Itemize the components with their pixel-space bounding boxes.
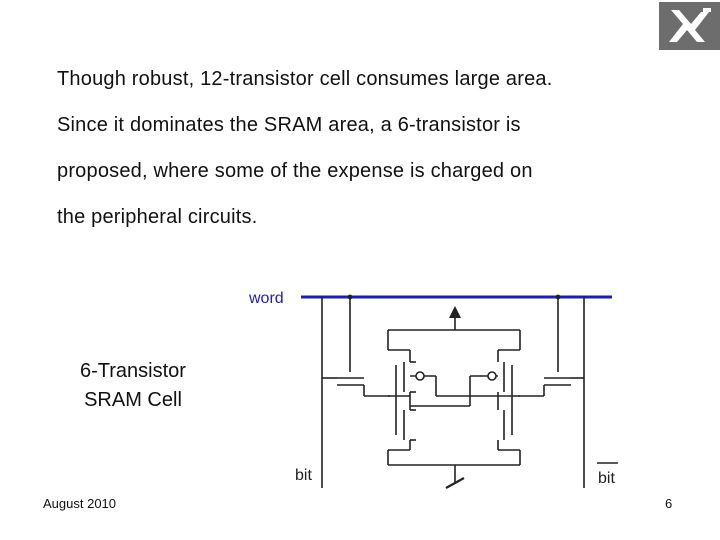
wires [321,297,585,489]
university-logo-icon [659,2,720,50]
word-tap-dot-left [347,294,353,300]
word-tap-dot-right [555,294,561,300]
bit-label: bit [295,467,312,484]
caption-line-2: SRAM Cell [84,389,182,411]
paragraph-line-2: Since it dominates the SRAM area, a 6-tr… [57,114,521,136]
figure-caption: 6-Transistor SRAM Cell [58,357,208,415]
pmos-bubble-right [487,371,497,381]
footer-date: August 2010 [43,496,117,511]
paragraph-line-4: the peripheral circuits. [57,206,258,228]
caption-line-1: 6-Transistor [80,360,186,382]
page-number: 6 [665,496,673,511]
bit-bar-label: bit [598,470,615,487]
sram-cell-schematic: word [248,290,618,489]
word-label: word [248,290,284,307]
paragraph-line-1: Though robust, 12-transistor cell consum… [57,68,553,90]
vdd-arrow-icon [449,306,461,318]
paragraph-line-3: proposed, where some of the expense is c… [57,160,533,182]
pmos-bubble-left [415,371,425,381]
body-paragraph: Though robust, 12-transistor cell consum… [57,56,667,240]
